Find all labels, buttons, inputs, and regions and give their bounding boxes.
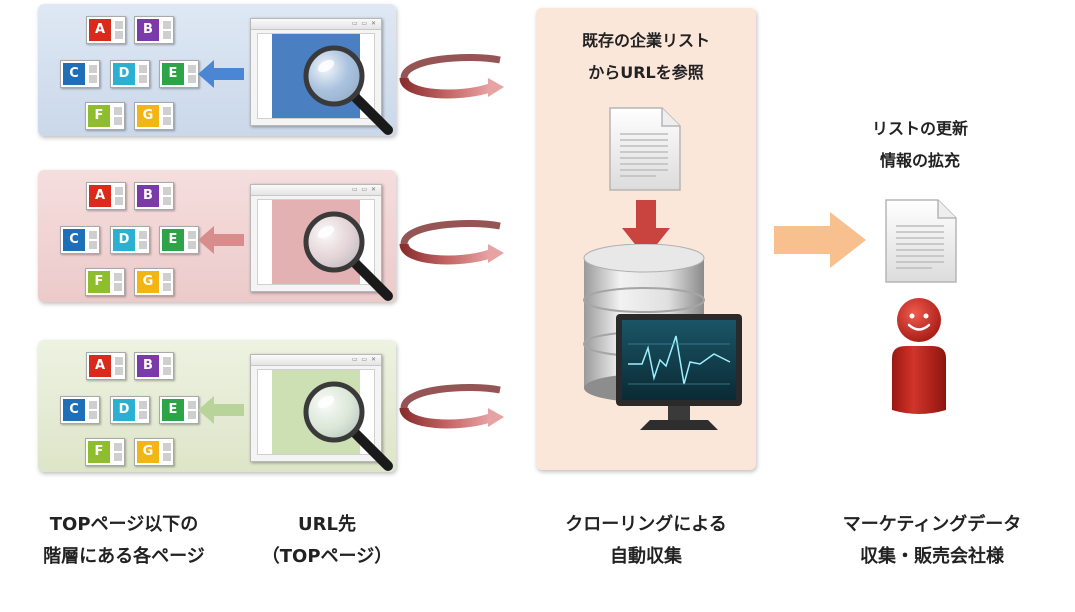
page-tile-e: E <box>159 396 199 424</box>
page-tile-letter: G <box>137 271 159 293</box>
page-tile-letter: B <box>137 185 159 207</box>
page-tile-c: C <box>60 226 100 254</box>
center-title-line2: からURLを参照 <box>588 63 704 82</box>
page-tile-e: E <box>159 226 199 254</box>
page-tile-d: D <box>110 226 150 254</box>
page-tile-a: A <box>86 352 126 380</box>
client-label-line1: マーケティングデータ <box>842 514 1022 535</box>
page-tile-letter: F <box>88 441 110 463</box>
url-label-line1: URL先 <box>298 514 356 535</box>
center-title-line1: 既存の企業リスト <box>581 31 710 50</box>
magnifier-icon <box>303 211 393 301</box>
page-tile-letter: C <box>63 63 85 85</box>
page-tile-b: B <box>134 16 174 44</box>
page-tile-letter: B <box>137 19 159 41</box>
left-arrow-icon <box>198 226 244 254</box>
swirl-arrow-3 <box>399 383 504 429</box>
page-tile-g: G <box>134 102 174 130</box>
crawl-label-line1: クローリングによる <box>565 514 727 535</box>
page-tile-a: A <box>86 16 126 44</box>
page-tile-b: B <box>134 352 174 380</box>
page-tile-letter: A <box>89 185 111 207</box>
page-tile-a: A <box>86 182 126 210</box>
client-label-line2: 収集・販売会社様 <box>860 546 1004 567</box>
right-title-line2: 情報の拡充 <box>879 151 960 170</box>
page-tile-f: F <box>85 268 125 296</box>
page-tile-letter: B <box>137 355 159 377</box>
page-tile-letter: F <box>88 271 110 293</box>
pages-label-line2: 階層にある各ページ <box>43 546 205 567</box>
url-label-line2: （TOPページ） <box>261 546 393 567</box>
updated-list-document-icon <box>885 199 957 283</box>
page-tile-d: D <box>110 396 150 424</box>
page-tile-letter: G <box>137 441 159 463</box>
page-tile-letter: G <box>137 105 159 127</box>
database-server-icon <box>583 244 742 430</box>
page-tile-d: D <box>110 60 150 88</box>
page-tile-letter: F <box>88 105 110 127</box>
company-list-document-icon <box>609 107 681 191</box>
page-tile-b: B <box>134 182 174 210</box>
left-arrow-icon <box>198 60 244 88</box>
page-tile-letter: A <box>89 19 111 41</box>
page-tile-g: G <box>134 438 174 466</box>
swirl-arrow-2 <box>399 219 504 265</box>
magnifier-icon <box>303 45 393 135</box>
page-tile-c: C <box>60 60 100 88</box>
swirl-arrow-1 <box>399 53 504 99</box>
page-tile-letter: D <box>113 63 135 85</box>
page-tile-f: F <box>85 102 125 130</box>
page-tile-c: C <box>60 396 100 424</box>
output-arrow-icon <box>774 212 866 268</box>
page-tile-letter: E <box>162 63 184 85</box>
page-tile-f: F <box>85 438 125 466</box>
monitor-icon <box>616 314 742 430</box>
page-tile-letter: E <box>162 399 184 421</box>
crawl-label-line2: 自動収集 <box>610 546 682 567</box>
page-tile-g: G <box>134 268 174 296</box>
page-tile-e: E <box>159 60 199 88</box>
page-tile-letter: C <box>63 229 85 251</box>
page-tile-letter: D <box>113 229 135 251</box>
page-tile-letter: E <box>162 229 184 251</box>
page-tile-letter: A <box>89 355 111 377</box>
page-tile-letter: C <box>63 399 85 421</box>
right-title-line1: リストの更新 <box>871 119 968 138</box>
down-arrow-icon <box>622 200 670 258</box>
pages-label-line1: TOPページ以下の <box>49 514 199 535</box>
magnifier-icon <box>303 381 393 471</box>
client-person-icon <box>892 298 946 414</box>
page-tile-letter: D <box>113 399 135 421</box>
left-arrow-icon <box>198 396 244 424</box>
